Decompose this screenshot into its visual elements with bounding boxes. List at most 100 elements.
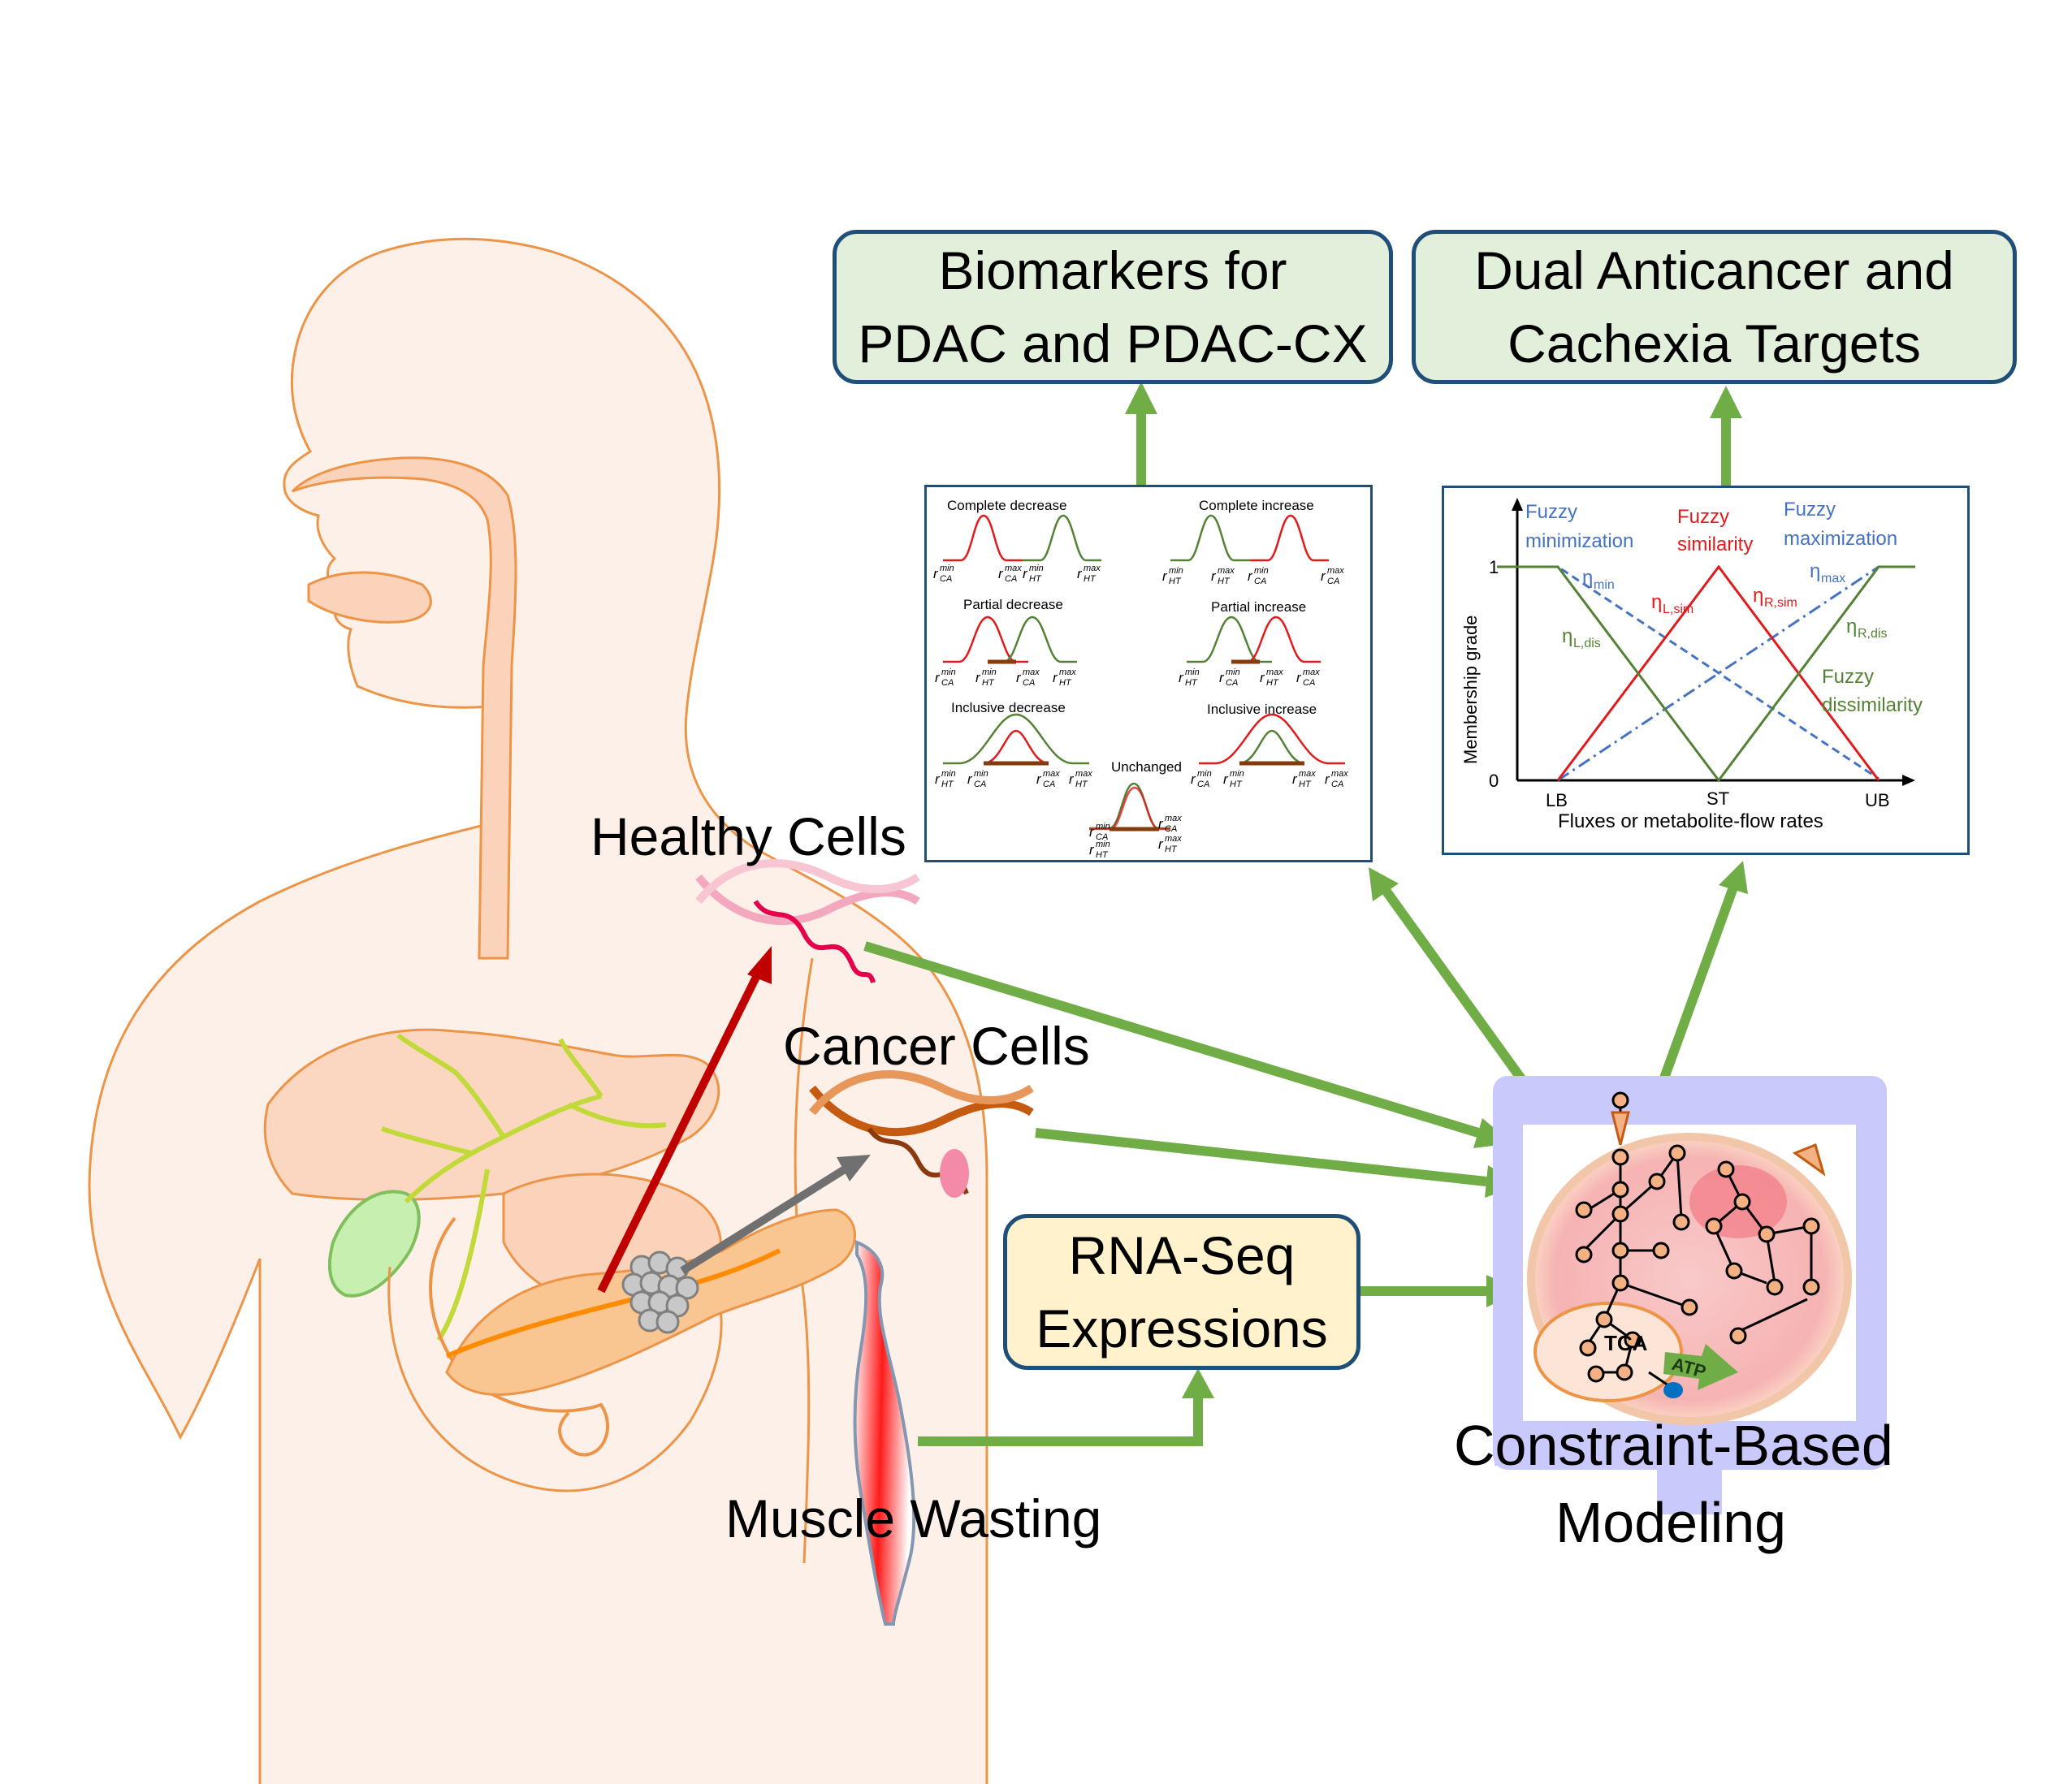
- fuzzy-ytick-0: 0: [1489, 771, 1499, 791]
- fuzzy-x-arrow: [1902, 775, 1915, 786]
- curve-pd-ca: [943, 616, 1028, 663]
- curve-id-ca: [983, 729, 1049, 765]
- rnaseq-box: RNA-Seq Expressions: [1003, 1214, 1360, 1370]
- svg-text:r: r: [1016, 670, 1022, 685]
- svg-text:min: min: [1197, 769, 1212, 779]
- svg-text:CA: CA: [941, 678, 954, 688]
- liver: [263, 1028, 720, 1201]
- svg-text:L,sim: L,sim: [1663, 603, 1694, 616]
- curve-ci-ht: [1170, 514, 1250, 562]
- green-arrows: [863, 414, 1739, 1446]
- svg-text:max: max: [1299, 769, 1316, 779]
- svg-text:η: η: [1582, 567, 1593, 589]
- svg-text:max: max: [1005, 564, 1022, 573]
- cbm-label-line-1: Constraint-Based: [1454, 1414, 1893, 1477]
- blue-particle: [1663, 1382, 1683, 1398]
- fuzzy-dis-label-2: dissimilarity: [1822, 694, 1923, 716]
- svg-text:min: min: [974, 769, 988, 779]
- svg-text:η: η: [1810, 560, 1820, 582]
- fuzzy-panel-svg: Membership grade Fluxes or metabolite-fl…: [1460, 498, 1923, 832]
- muscle-icon: [853, 1240, 916, 1626]
- svg-text:r: r: [1219, 670, 1225, 685]
- svg-text:min: min: [1096, 822, 1110, 832]
- tca-label: TCA: [1604, 1331, 1648, 1355]
- biomarkers-box: Biomarkers for PDAC and PDAC-CX: [833, 230, 1393, 384]
- inclusive-decrease-title: Inclusive decrease: [951, 700, 1066, 715]
- curve-ii-ca: [1199, 713, 1345, 765]
- svg-text:max: max: [1023, 667, 1040, 677]
- fuzzy-min-label-2: minimization: [1525, 530, 1633, 552]
- svg-text:min: min: [1230, 769, 1244, 779]
- svg-text:min: min: [1185, 667, 1200, 677]
- inclusive-increase-title: Inclusive increase: [1207, 702, 1317, 717]
- fuzzy-ytick-1: 1: [1489, 557, 1499, 577]
- svg-text:R,dis: R,dis: [1858, 627, 1887, 641]
- curve-ii-ht: [1239, 729, 1305, 765]
- svg-text:HT: HT: [982, 678, 995, 688]
- fuzzy-y-arrow: [1512, 498, 1523, 511]
- svg-text:HT: HT: [1059, 678, 1072, 688]
- complete-increase-title: Complete increase: [1199, 498, 1314, 513]
- svg-text:r: r: [933, 566, 939, 581]
- svg-text:min: min: [982, 667, 997, 677]
- biomarkers-line-2: PDAC and PDAC-CX: [858, 313, 1368, 374]
- svg-text:min: min: [1096, 840, 1110, 849]
- svg-text:max: max: [1075, 769, 1092, 779]
- svg-text:max: max: [1303, 667, 1320, 677]
- svg-text:max: max: [1327, 566, 1344, 576]
- complete-decrease-title: Complete decrease: [947, 498, 1066, 513]
- svg-text:r: r: [967, 771, 973, 787]
- svg-text:r: r: [1158, 816, 1164, 832]
- svg-text:r: r: [1089, 824, 1095, 840]
- fuzzy-dis-line: [1497, 565, 1915, 783]
- svg-text:CA: CA: [1327, 577, 1339, 586]
- svg-text:CA: CA: [974, 780, 986, 789]
- svg-text:HT: HT: [1266, 678, 1279, 688]
- arm-line: [794, 957, 814, 1564]
- svg-text:HT: HT: [1075, 780, 1088, 789]
- svg-text:min: min: [1029, 564, 1044, 573]
- fuzzy-ylabel: Membership grade: [1460, 616, 1481, 764]
- curve-id-ht: [943, 713, 1089, 765]
- atp-arrow: [1663, 1344, 1738, 1390]
- curve-un-ca: [1089, 786, 1170, 831]
- svg-text:r: r: [1077, 566, 1083, 581]
- fuzzy-sim-line: [1556, 564, 1880, 781]
- intestine-loop: [387, 1266, 723, 1492]
- svg-text:CA: CA: [1165, 824, 1177, 834]
- svg-text:L,dis: L,dis: [1573, 637, 1601, 650]
- fuzzy-xtick-st: ST: [1706, 788, 1729, 809]
- biliary-tree: [381, 1033, 667, 1341]
- fuzzy-sim-label-2: similarity: [1677, 533, 1753, 555]
- organ-arrows: [597, 946, 871, 1294]
- svg-text:min: min: [1226, 667, 1240, 677]
- svg-text:min: min: [1169, 566, 1183, 576]
- svg-text:max: max: [1165, 814, 1182, 823]
- svg-text:max: max: [1084, 564, 1101, 573]
- fuzzy-min-label-1: Fuzzy: [1525, 501, 1577, 523]
- targets-box: Dual Anticancer and Cachexia Targets: [1412, 230, 2017, 384]
- svg-text:r: r: [1089, 842, 1095, 857]
- fuzzy-panel: Membership grade Fluxes or metabolite-fl…: [1442, 486, 1970, 855]
- partial-increase-title: Partial increase: [1211, 599, 1306, 615]
- cancer-dna-icon: [809, 1070, 1034, 1198]
- fuzzy-curve-labels: Fuzzy minimization Fuzzy similarity Fuzz…: [1525, 499, 1923, 716]
- svg-text:CA: CA: [940, 574, 952, 584]
